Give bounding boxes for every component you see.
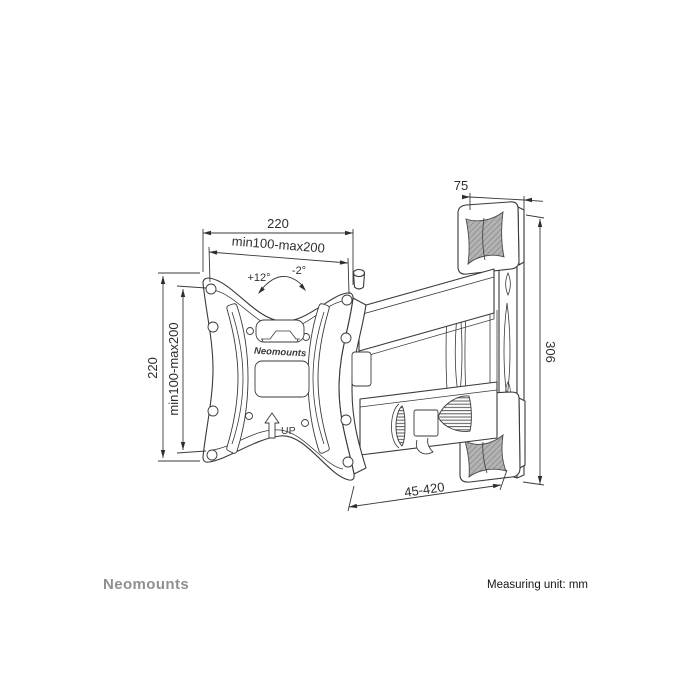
dim-tilt-down-label: -2°: [292, 265, 306, 277]
lower-arm: [359, 381, 498, 456]
upper-arm: [358, 268, 495, 359]
measuring-unit-note: Measuring unit: mm: [487, 579, 588, 591]
plate-brand-label: Neomounts: [254, 346, 307, 360]
wall-plate-top-cover: [457, 201, 525, 275]
mounting-holes: [205, 283, 354, 468]
dim-top-hole-range-label: min100-max200: [231, 233, 325, 255]
tilt-bolt: [352, 268, 366, 290]
center-cutout: [254, 360, 310, 398]
dim-top-hole-range: min100-max200: [208, 233, 350, 295]
cable-clip: [415, 437, 434, 455]
tilt-slot-left: [226, 303, 249, 454]
tension-knob-right: [437, 395, 472, 432]
dim-left-height-label: 220: [145, 357, 160, 379]
brand-logo: Neomounts: [103, 576, 190, 593]
dim-top-width: 220: [202, 216, 354, 285]
tension-knob-left: [395, 405, 406, 447]
dim-tilt-up-label: +12°: [247, 272, 270, 284]
up-label: UP: [281, 425, 296, 437]
dim-left-hole-range-label: min100-max200: [166, 322, 181, 415]
dim-wall-plate-height-label: 306: [543, 341, 558, 363]
dim-left-height: 220: [145, 272, 200, 462]
dim-tilt: +12° -2°: [247, 265, 306, 294]
up-arrow-icon: [264, 412, 280, 439]
tilt-slot-right: [307, 303, 330, 454]
dim-wall-plate-depth-label: 75: [454, 178, 468, 193]
dim-top-width-label: 220: [267, 216, 289, 231]
dim-left-hole-range: min100-max200: [166, 285, 207, 454]
handle-cutout: [255, 319, 305, 343]
dim-wall-plate-height: 306: [522, 214, 558, 486]
dim-extension: 45-420: [347, 469, 508, 512]
dim-wall-plate-depth: 75: [454, 178, 544, 213]
vesa-plate: Neomounts UP: [202, 268, 372, 481]
dim-extension-label: 45-420: [403, 479, 445, 500]
